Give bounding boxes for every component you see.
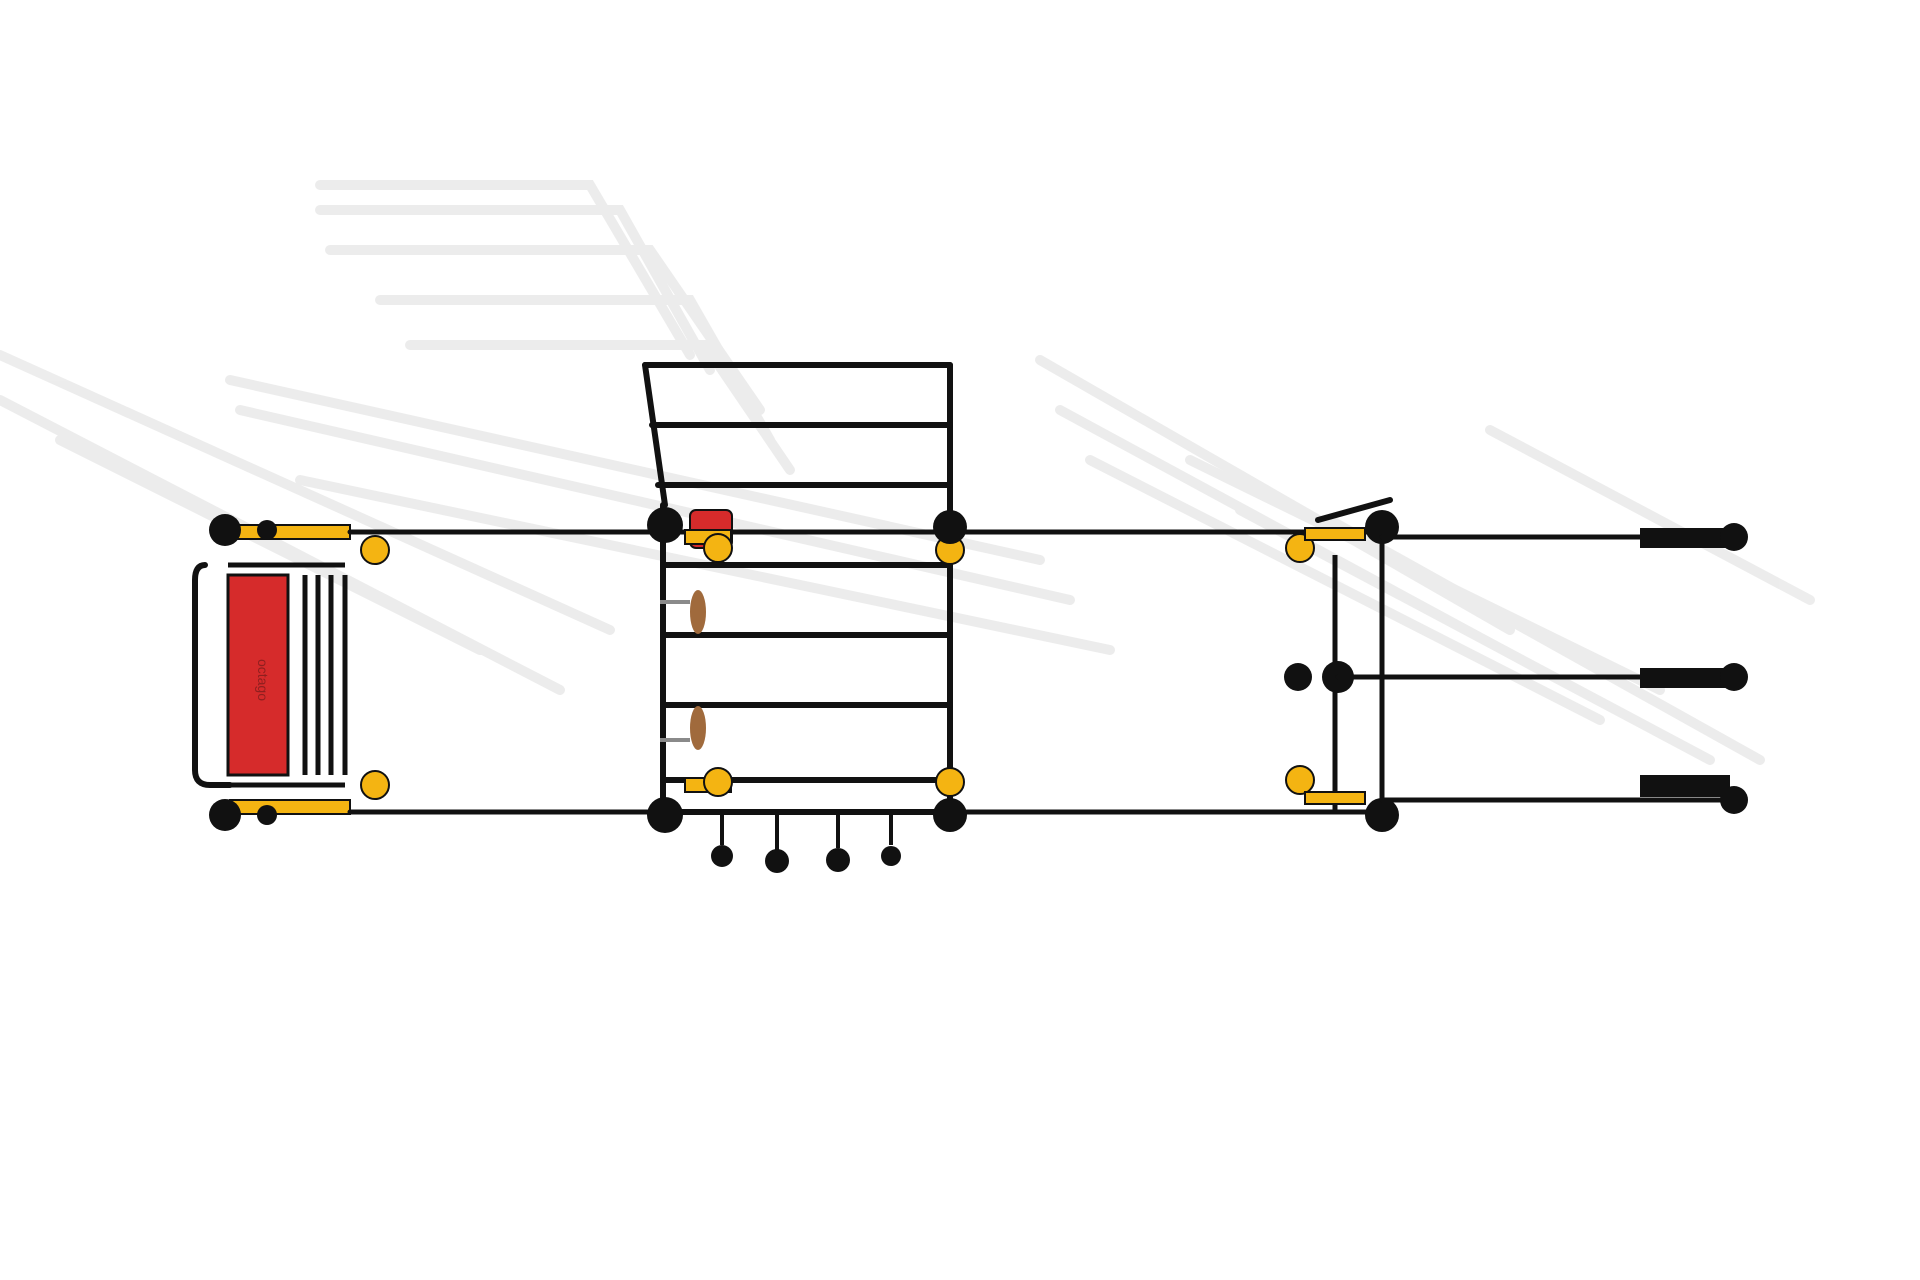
- right-top-handle: [1315, 497, 1393, 523]
- right-module: [1284, 497, 1748, 832]
- left-joints: [209, 514, 277, 831]
- left-rails: [228, 562, 348, 788]
- handle-4: [881, 812, 901, 866]
- panel-brand-text: octago: [255, 659, 271, 701]
- end-mount-middle: [1640, 663, 1748, 691]
- handle-2: [765, 812, 789, 873]
- right-connectors: [1285, 527, 1366, 805]
- right-end-mounts: [1640, 523, 1748, 814]
- left-module: octago: [192, 514, 390, 831]
- end-mount-top: [1640, 523, 1748, 551]
- end-mount-bottom: [1640, 775, 1748, 814]
- handle-3: [826, 812, 850, 872]
- hanging-handles: [700, 809, 930, 873]
- handle-1: [711, 812, 733, 867]
- wooden-rings: [660, 590, 706, 750]
- left-red-panel: [226, 573, 290, 777]
- middle-ladder-module: [642, 362, 967, 873]
- left-curved-frame: [192, 562, 233, 788]
- middle-joints: [647, 507, 967, 833]
- middle-connectors: [684, 529, 965, 797]
